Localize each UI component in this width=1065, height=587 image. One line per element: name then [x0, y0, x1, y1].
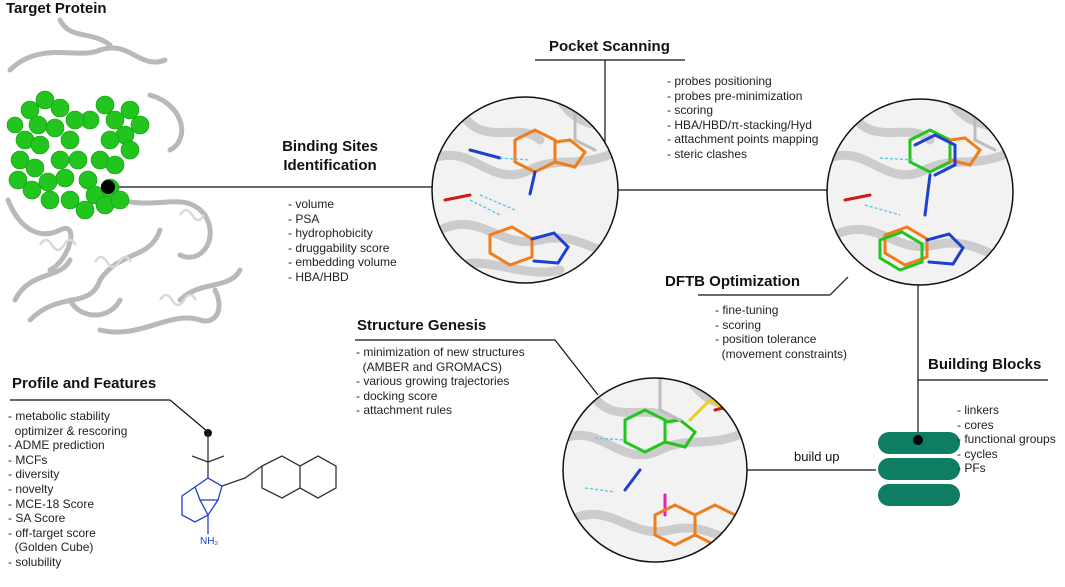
list-item: - solubility: [8, 554, 62, 569]
list-item: - hydrophobicity: [288, 226, 373, 241]
list-item: - druggability score: [288, 240, 390, 255]
list-item: - scoring: [715, 317, 762, 332]
list-item: - MCFs: [8, 452, 48, 467]
list-item: - functional groups: [957, 432, 1056, 447]
dftb-optimization-title: DFTB Optimization: [665, 273, 800, 290]
list-item: - PSA: [288, 211, 320, 226]
list-item: - HBA/HBD: [288, 269, 349, 284]
list-item: - off-target score: [8, 525, 96, 540]
list-item: - probes positioning: [667, 74, 772, 88]
build-up-label: build up: [794, 449, 840, 464]
list-item: - probes pre-minimization: [667, 88, 803, 103]
list-item: - SA Score: [8, 511, 66, 526]
list-item: - cycles: [957, 446, 998, 461]
dftb-optimization-list: - fine-tuning - scoring - position toler…: [715, 303, 847, 361]
list-item: - docking score: [356, 388, 438, 403]
list-item: - HBA/HBD/π-stacking/Hyd: [667, 117, 812, 132]
list-item: - ADME prediction: [8, 438, 105, 453]
list-item: optimizer & rescoring: [8, 423, 128, 438]
binding-sites-title: Binding Sites Identification: [274, 137, 386, 175]
nh2-label: NH₂: [200, 536, 219, 547]
molecule-structure: [181, 433, 337, 534]
binding-sites-title-line2: Identification: [283, 157, 377, 174]
list-item: - metabolic stability: [8, 409, 111, 423]
profile-features-list: - metabolic stability optimizer & rescor…: [8, 409, 127, 570]
list-item: - novelty: [8, 481, 54, 496]
list-item: - diversity: [8, 467, 60, 482]
list-item: - position tolerance: [715, 332, 817, 347]
list-item: - volume: [288, 197, 335, 211]
list-item: (AMBER and GROMACS): [356, 359, 503, 374]
dftb-optimization-graphic: [826, 98, 1014, 286]
database-icon: [878, 432, 960, 506]
list-item: (movement constraints): [715, 346, 848, 361]
list-item: - scoring: [667, 103, 714, 118]
list-item: - cores: [957, 417, 994, 432]
building-blocks-list: - linkers - cores - functional groups - …: [957, 403, 1056, 476]
pocket-scanning-graphic: [431, 96, 619, 284]
binding-sites-list: - volume - PSA - hydrophobicity - drugga…: [288, 197, 397, 285]
list-item: - embedding volume: [288, 255, 397, 270]
list-item: - fine-tuning: [715, 303, 779, 317]
structure-genesis-title: Structure Genesis: [357, 317, 487, 334]
connector-lines: [10, 59, 1048, 471]
list-item: - attachment rules: [356, 403, 453, 418]
target-protein-graphic: [5, 17, 243, 335]
target-protein-title: Target Protein: [6, 0, 107, 17]
structure-genesis-graphic: [562, 377, 748, 563]
binding-sites-title-line1: Binding Sites: [282, 138, 378, 155]
profile-features-title: Profile and Features: [12, 375, 157, 392]
list-item: - attachment points mapping: [667, 132, 819, 147]
list-item: - PFs: [957, 461, 986, 476]
list-item: - various growing trajectories: [356, 374, 510, 389]
list-item: (Golden Cube): [8, 540, 94, 555]
structure-genesis-list: - minimization of new structures (AMBER …: [356, 345, 525, 418]
building-blocks-title: Building Blocks: [928, 356, 1042, 373]
list-item: - steric clashes: [667, 146, 748, 161]
list-item: - minimization of new structures: [356, 345, 525, 359]
list-item: - linkers: [957, 403, 1000, 417]
list-item: - MCE-18 Score: [8, 496, 95, 511]
pocket-scanning-list: - probes positioning - probes pre-minimi…: [667, 74, 818, 162]
pocket-scanning-title: Pocket Scanning: [549, 38, 670, 55]
